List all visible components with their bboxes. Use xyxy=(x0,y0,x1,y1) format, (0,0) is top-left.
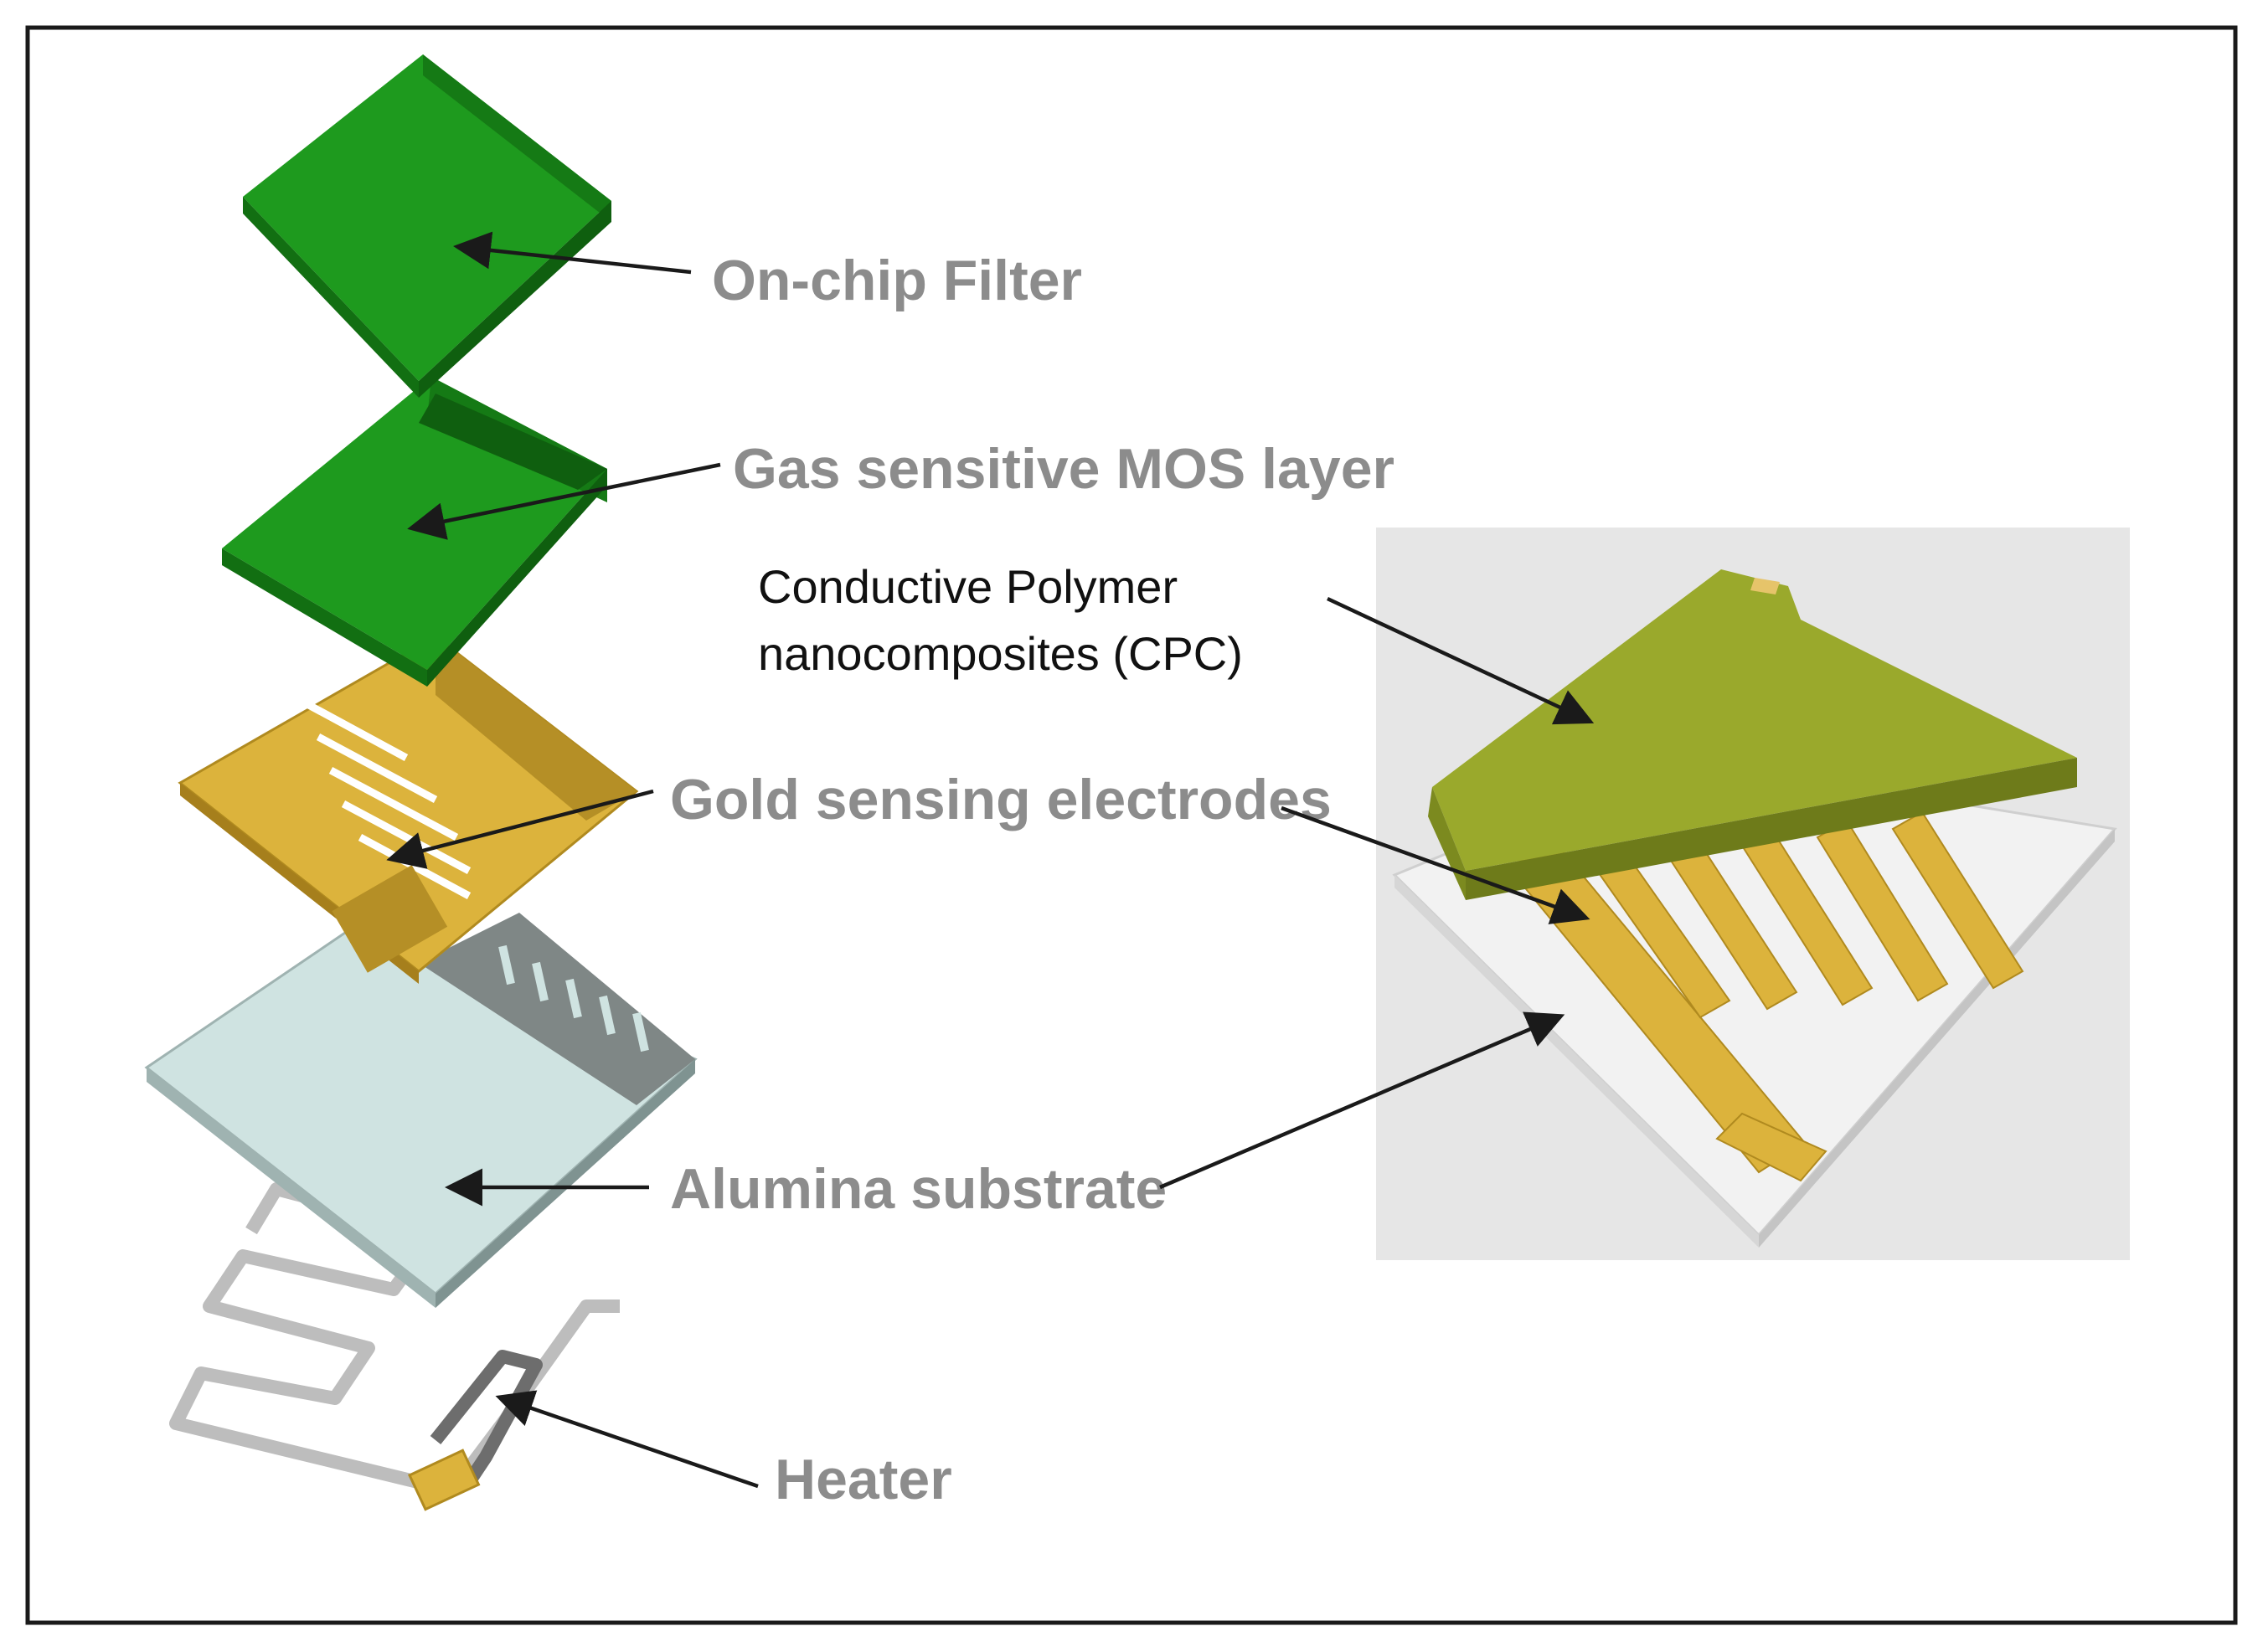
arrow-electrodes xyxy=(386,789,654,869)
on-chip-filter xyxy=(243,54,611,398)
arrow-mos xyxy=(407,462,721,540)
label-gold-electrodes: Gold sensing electrodes xyxy=(670,768,1332,831)
cpc-device xyxy=(1392,569,2117,1248)
arrow-filter xyxy=(453,231,692,275)
arrow-right-electrodes xyxy=(1281,805,1590,924)
label-on-chip-filter: On-chip Filter xyxy=(712,249,1082,312)
arrow-cpc xyxy=(1327,596,1595,725)
label-cpc-line1: Conductive Polymer xyxy=(758,560,1178,613)
label-cpc-line2: nanocomposites (CPC) xyxy=(758,627,1243,680)
arrow-heater xyxy=(495,1390,759,1489)
alumina-substrate xyxy=(144,913,698,1308)
label-alumina-substrate: Alumina substrate xyxy=(670,1157,1167,1221)
label-mos-layer: Gas sensitive MOS layer xyxy=(733,437,1394,501)
label-heater: Heater xyxy=(775,1448,952,1511)
arrow-right-substrate xyxy=(1159,1011,1565,1190)
heater-contact-pad xyxy=(407,1449,481,1511)
gold-contact-pad xyxy=(332,865,448,973)
